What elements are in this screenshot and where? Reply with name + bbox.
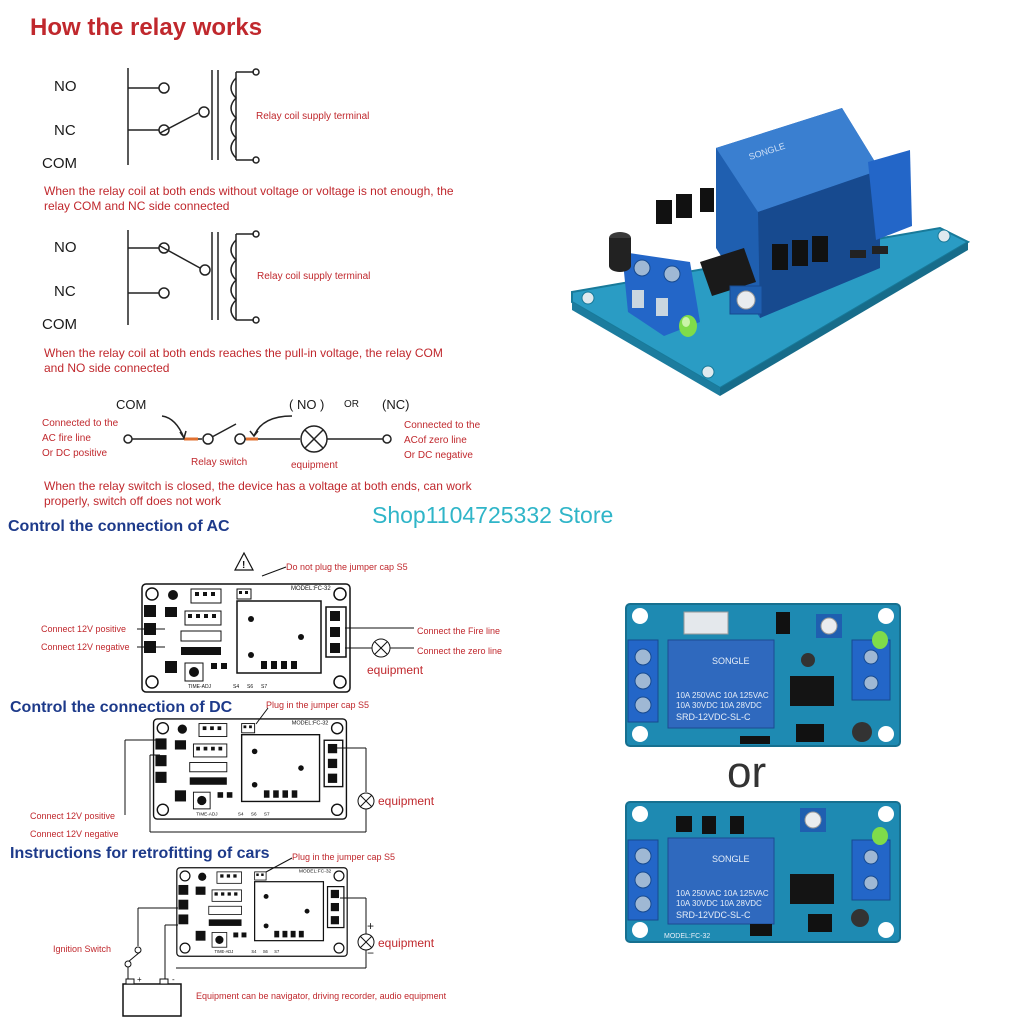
dc-left-label-2: Connect 12V negative: [30, 829, 119, 839]
ac-right-label-1: Connect the Fire line: [417, 626, 501, 636]
d1-description: When the relay coil at both ends without…: [44, 184, 454, 213]
right-note-line-3: Or DC negative: [404, 450, 473, 461]
ac-equipment-label: equipment: [367, 663, 424, 677]
pcb-photo-top: 10A 250VAC 10A 125VAC 10A 30VDC 10A 28VD…: [625, 603, 901, 747]
car-minus-sign: −: [367, 946, 375, 960]
relay-diagram-1: [127, 68, 260, 165]
d2-nc-label: NC: [54, 283, 76, 300]
svg-text:!: !: [242, 560, 245, 571]
circuit-left-note: Connected to the AC fire line Or DC posi…: [42, 416, 118, 461]
circuit-or-label: OR: [344, 399, 359, 410]
circuit-nc-label: (NC): [382, 397, 410, 412]
car-wiring: + -: [122, 857, 375, 1017]
d1-nc-label: NC: [54, 122, 76, 139]
d1-com-label: COM: [42, 155, 77, 172]
d2-com-label: COM: [42, 316, 77, 333]
svg-text:+: +: [137, 975, 142, 984]
ac-section-title: Control the connection of AC: [8, 518, 230, 535]
circuit-equipment-label: equipment: [291, 460, 338, 471]
circuit-description: When the relay switch is closed, the dev…: [44, 479, 472, 508]
d2-description: When the relay coil at both ends reaches…: [44, 346, 443, 375]
left-note-line-3: Or DC positive: [42, 448, 108, 459]
d2-coil-label: Relay coil supply terminal: [257, 271, 371, 282]
right-note-line-2: ACof zero line: [404, 435, 467, 446]
ac-left-label-1: Connect 12V positive: [41, 624, 127, 634]
circuit-com-label: COM: [116, 397, 147, 412]
ac-left-label-2: Connect 12V negative: [41, 642, 130, 652]
page-title: How the relay works: [30, 14, 263, 41]
pcb-photo-bottom: 10A 250VAC 10A 125VAC 10A 30VDC 10A 28VD…: [625, 801, 901, 943]
car-footer-note: Equipment can be navigator, driving reco…: [196, 991, 447, 1001]
svg-text:10A 30VDC 10A 28VDC: 10A 30VDC 10A 28VDC: [676, 899, 762, 908]
svg-text:-: -: [172, 975, 175, 984]
ac-wiring: !: [137, 551, 414, 693]
ac-right-label-2: Connect the zero line: [417, 646, 503, 656]
store-name: Shop1104725332 Store: [372, 502, 614, 528]
svg-text:SRD-12VDC-SL-C: SRD-12VDC-SL-C: [676, 712, 751, 722]
dc-section-title: Control the connection of DC: [10, 699, 233, 716]
car-equipment-label: equipment: [378, 936, 435, 950]
relay-diagram-2: [127, 230, 260, 325]
svg-text:10A 250VAC 10A 125VAC: 10A 250VAC 10A 125VAC: [676, 691, 769, 700]
svg-text:SONGLE: SONGLE: [712, 656, 750, 666]
dc-wiring: [124, 707, 375, 833]
relay-module-photo: SONGLE: [571, 108, 971, 396]
circuit-no-label: ( NO ): [289, 397, 325, 412]
d1-no-label: NO: [54, 78, 77, 95]
relay-switch-label: Relay switch: [191, 457, 248, 468]
circuit-diagram: [123, 415, 392, 453]
or-divider-text: or: [727, 748, 767, 797]
svg-text:SONGLE: SONGLE: [712, 854, 750, 864]
svg-text:10A 30VDC 10A 28VDC: 10A 30VDC 10A 28VDC: [676, 701, 762, 710]
svg-text:SRD-12VDC-SL-C: SRD-12VDC-SL-C: [676, 910, 751, 920]
right-note-line-1: Connected to the: [404, 420, 481, 431]
left-note-line-2: AC fire line: [42, 433, 91, 444]
dc-left-label-1: Connect 12V positive: [30, 811, 116, 821]
dc-equipment-label: equipment: [378, 794, 435, 808]
ac-warning: Do not plug the jumper cap S5: [286, 562, 408, 572]
circuit-right-note: Connected to the ACof zero line Or DC ne…: [404, 418, 480, 463]
dc-jumper-note: Plug in the jumper cap S5: [266, 700, 370, 710]
car-plus-sign: +: [367, 919, 375, 933]
d1-coil-label: Relay coil supply terminal: [256, 111, 370, 122]
svg-text:MODEL:FC-32: MODEL:FC-32: [664, 933, 710, 940]
d2-no-label: NO: [54, 239, 77, 256]
car-section-title: Instructions for retrofitting of cars: [10, 845, 270, 862]
svg-text:10A 250VAC 10A 125VAC: 10A 250VAC 10A 125VAC: [676, 889, 769, 898]
left-note-line-1: Connected to the: [42, 418, 119, 429]
ignition-switch-label: Ignition Switch: [53, 944, 112, 954]
car-jumper-note: Plug in the jumper cap S5: [292, 852, 396, 862]
